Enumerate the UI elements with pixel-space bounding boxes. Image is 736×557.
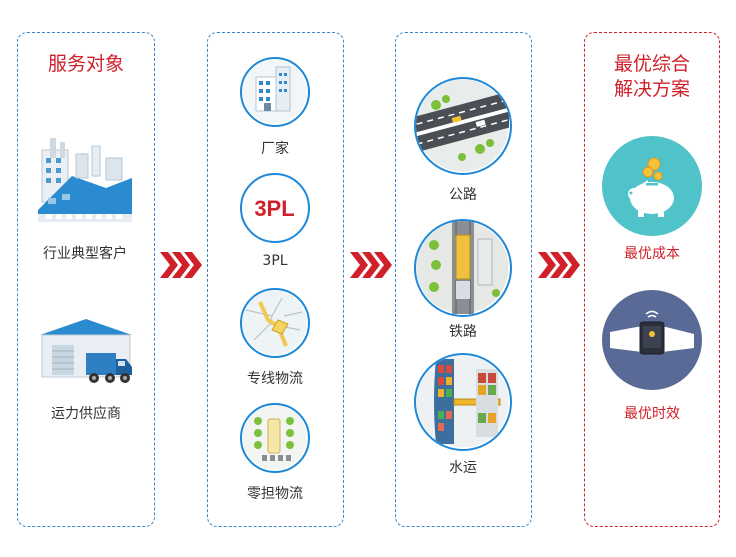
warehouse-truck-icon: [36, 315, 138, 387]
factory-icon: [36, 132, 136, 224]
building-icon: [240, 57, 310, 127]
transport-item-water-label: 水运: [449, 460, 477, 476]
chevron-arrow-icon: [538, 252, 580, 278]
ship-icon: [414, 353, 512, 451]
provider-item-manufacturer-label: 厂家: [261, 141, 289, 157]
chevron-arrow-icon: [160, 252, 202, 278]
svg-text:3PL: 3PL: [254, 196, 294, 221]
solution-panel: [584, 32, 720, 527]
providers-panel: [207, 32, 344, 527]
wristwatch-icon: [602, 290, 702, 390]
3pl-logo-icon: 3PL: [240, 173, 310, 243]
provider-item-ltl-label: 零担物流: [247, 486, 303, 502]
transport-item-road-label: 公路: [449, 187, 477, 203]
railway-icon: [414, 219, 512, 317]
transport-item-rail-label: 铁路: [449, 324, 477, 340]
solution-item-time-label: 最优时效: [624, 406, 680, 422]
transport-panel: [395, 32, 532, 527]
solution-item-cost-label: 最优成本: [624, 246, 680, 262]
chevron-arrow-icon: [350, 252, 392, 278]
parking-lot-icon: [240, 403, 310, 473]
provider-item-3pl-label: 3PL: [262, 253, 288, 269]
solution-title-line2: 解决方案: [613, 78, 690, 100]
served-item-customer-label: 行业典型客户: [43, 246, 127, 262]
served-item-carrier-label: 运力供应商: [51, 406, 121, 422]
served-title: 服务对象: [47, 53, 124, 75]
highway-icon: [414, 77, 512, 175]
piggy-bank-icon: [602, 136, 702, 236]
map-route-icon: [240, 288, 310, 358]
solution-title-line1: 最优综合: [613, 53, 690, 75]
provider-item-dedicated-line-label: 专线物流: [247, 371, 303, 387]
served-panel: [17, 32, 155, 527]
